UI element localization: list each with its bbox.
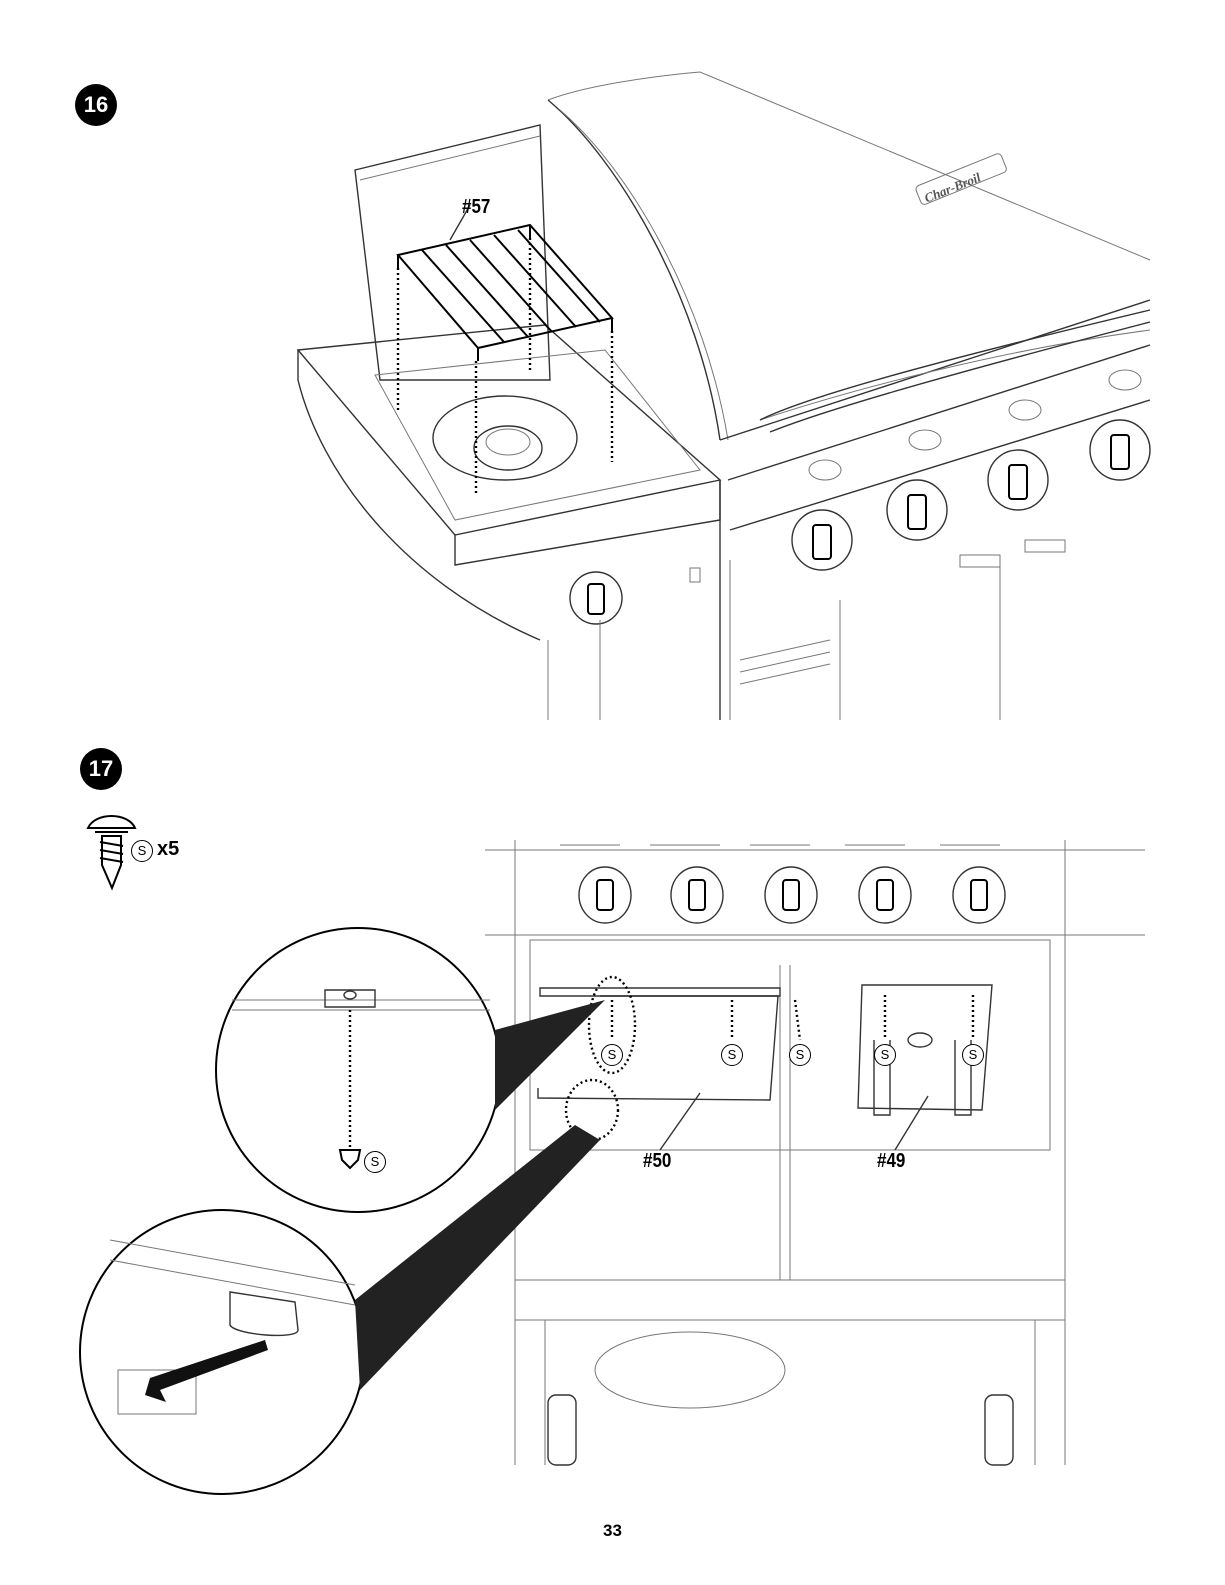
screw-marker: S xyxy=(601,1044,623,1066)
part-50-label: #50 xyxy=(643,1150,671,1173)
screw-marker: S xyxy=(874,1044,896,1066)
screw-marker: S xyxy=(721,1044,743,1066)
page-number: 33 xyxy=(0,1521,1225,1541)
screw-marker: S xyxy=(789,1044,811,1066)
screw-marker: S xyxy=(364,1151,386,1173)
screw-marker: S xyxy=(962,1044,984,1066)
part-49-label: #49 xyxy=(877,1150,905,1173)
